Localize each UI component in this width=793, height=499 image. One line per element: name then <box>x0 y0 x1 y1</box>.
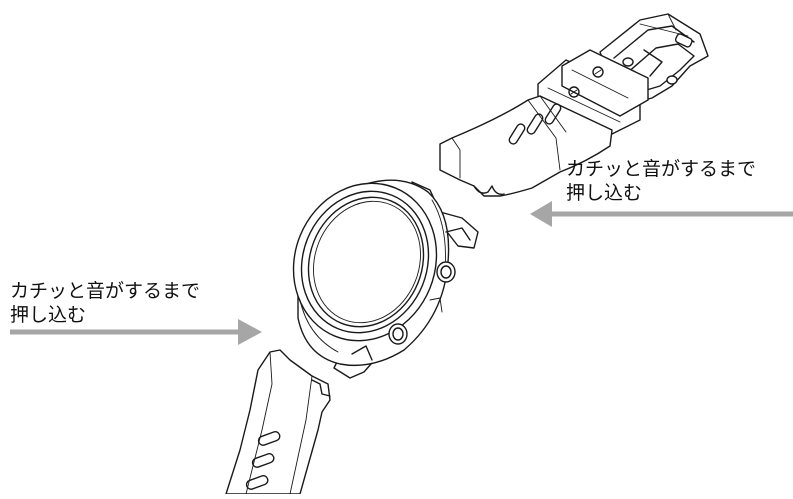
top-strap-holes <box>508 103 562 145</box>
callout-right-line2: 押し込む <box>566 182 643 204</box>
watch-buttons <box>388 261 456 345</box>
top-band <box>439 13 709 197</box>
callout-left-line2: 押し込む <box>10 304 87 326</box>
bottom-strap-holes <box>245 431 281 490</box>
bottom-strap-body <box>225 349 331 495</box>
left-arrow <box>10 319 262 345</box>
watch-case <box>292 179 479 379</box>
callout-right-line1: カチッと音がするまで <box>566 158 757 180</box>
top-strap-body <box>439 95 613 197</box>
callout-left: カチッと音がするまで 押し込む <box>10 279 200 327</box>
right-arrow <box>530 201 793 227</box>
callout-left-line1: カチッと音がするまで <box>10 280 201 302</box>
callout-right: カチッと音がするまで 押し込む <box>566 157 756 205</box>
bottom-band <box>225 349 331 495</box>
